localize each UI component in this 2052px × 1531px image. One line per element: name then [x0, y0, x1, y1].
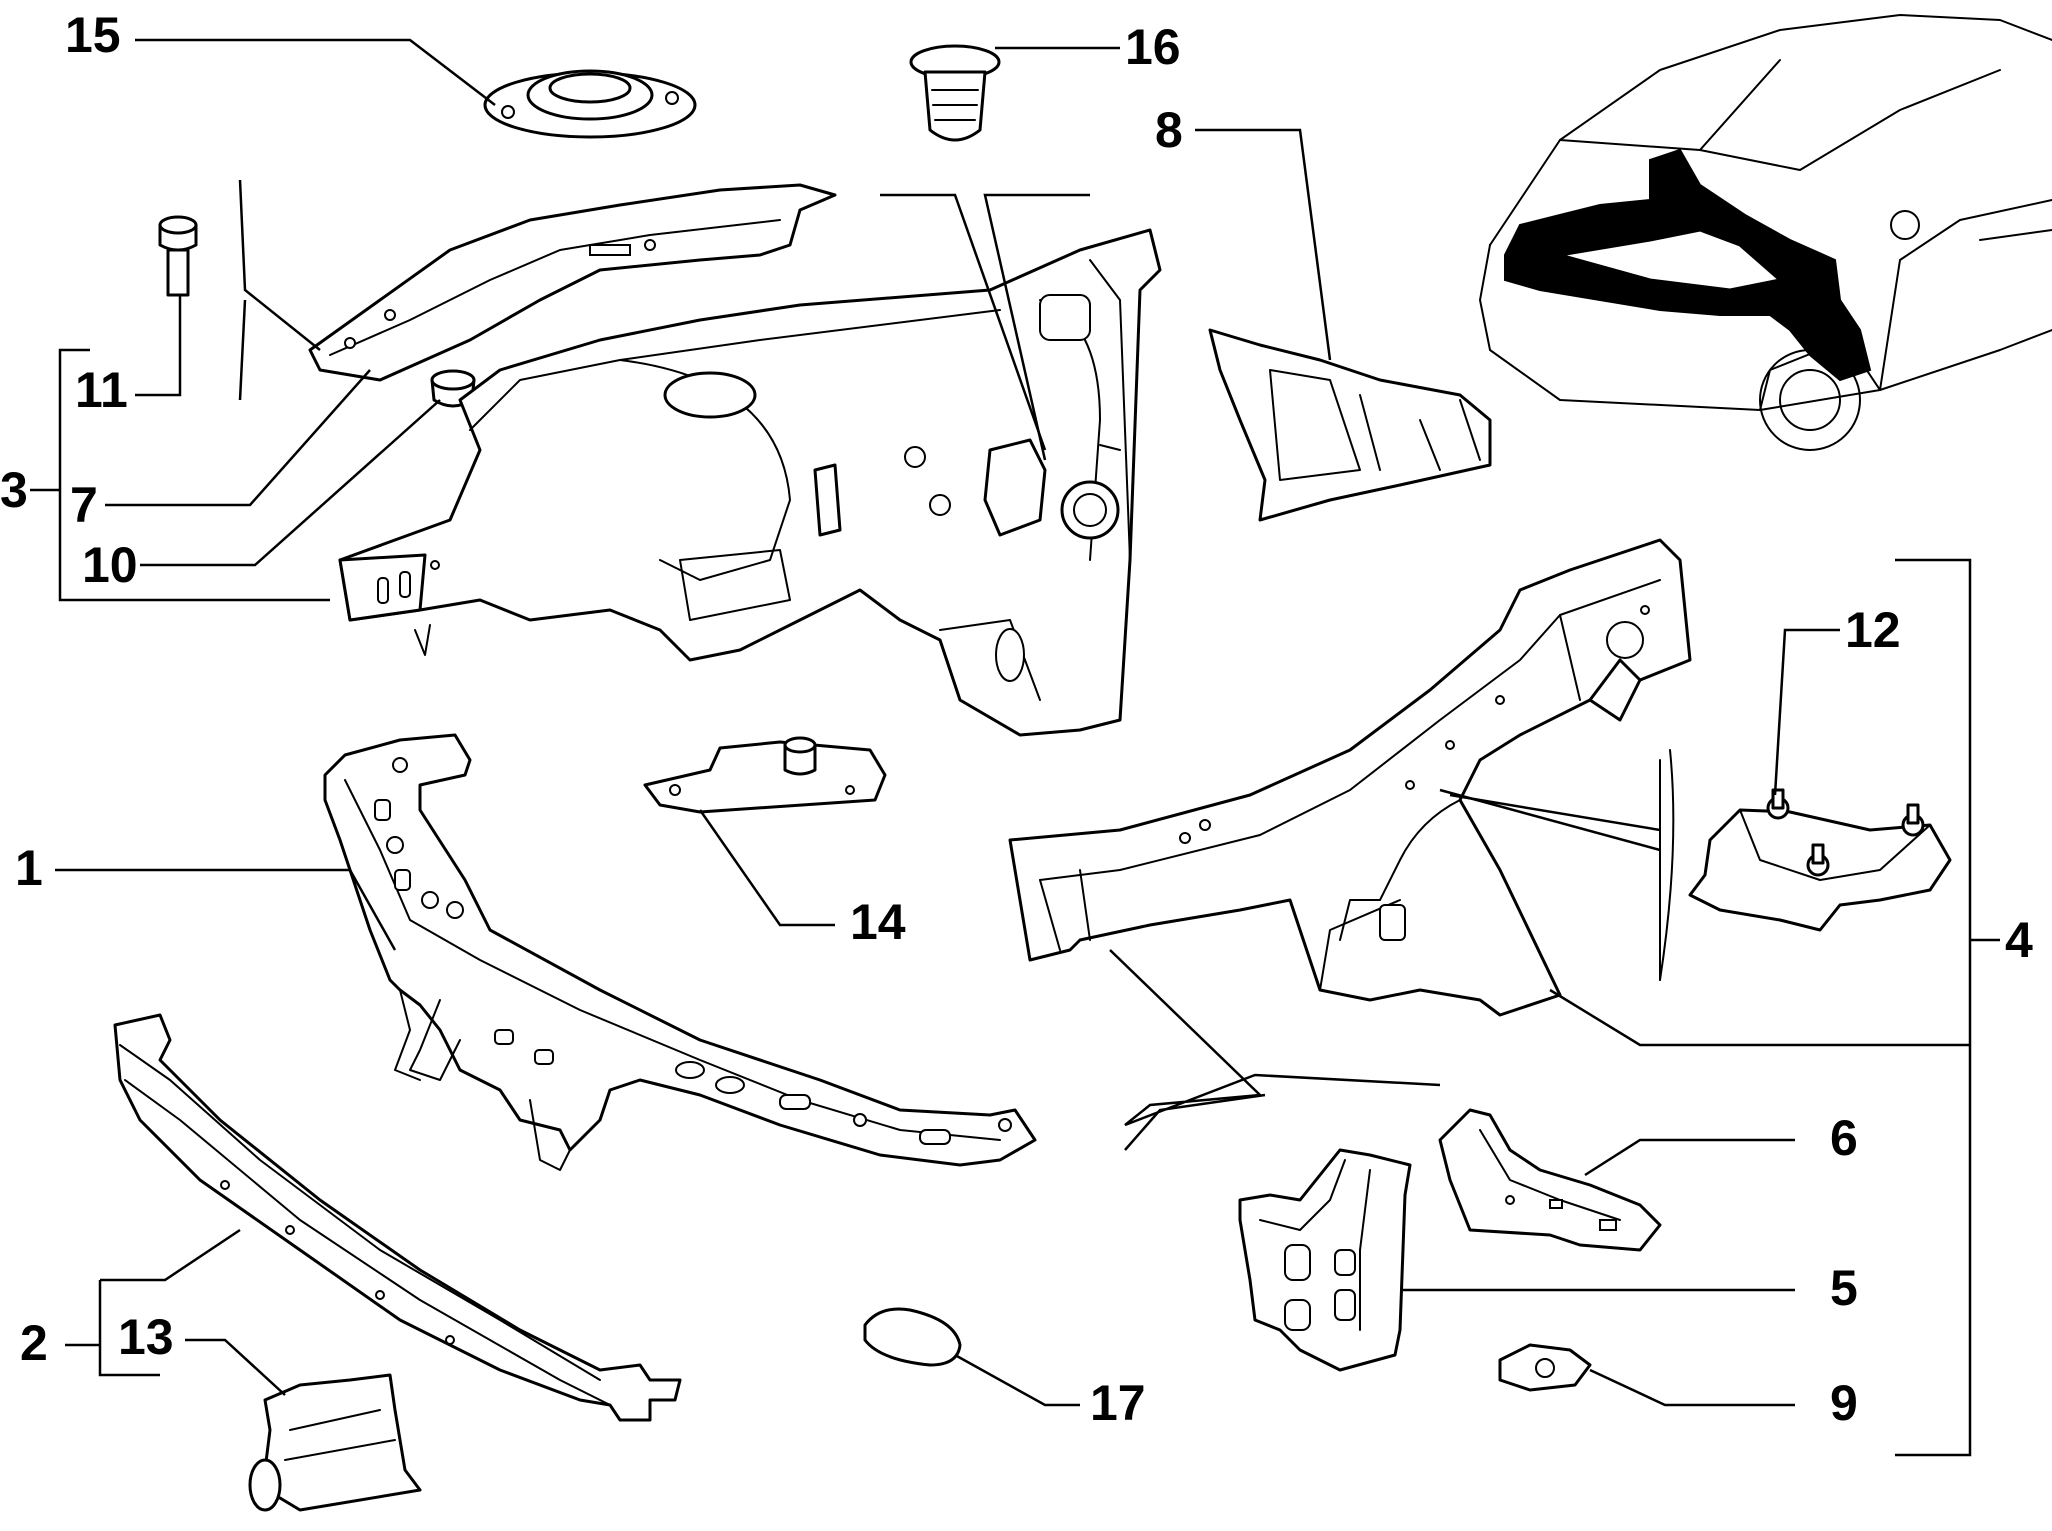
callout-3: 3 — [0, 462, 28, 518]
callout-17: 17 — [1090, 1375, 1146, 1431]
callout-11: 11 — [75, 362, 128, 418]
part-4-front-side-member — [1008, 538, 1692, 1017]
part-7-upper-rail — [308, 183, 837, 382]
part-16-clip — [909, 44, 1001, 142]
callout-13: 13 — [118, 1309, 174, 1365]
part-15-grommet — [483, 69, 697, 139]
part-12-mount — [1688, 788, 1952, 932]
callout-14: 14 — [850, 894, 906, 950]
part-13-bracket — [248, 1373, 422, 1512]
callout-2: 2 — [20, 1315, 48, 1371]
callout-7: 7 — [70, 477, 98, 533]
part-2-lower-crossmember — [113, 1013, 682, 1422]
part-14-bracket — [643, 736, 887, 814]
part-17-plug — [863, 1307, 962, 1367]
callout-9: 9 — [1830, 1375, 1858, 1431]
callout-6: 6 — [1830, 1110, 1858, 1166]
car-overview — [1479, 14, 2052, 451]
leader-lines — [30, 38, 2000, 1457]
callout-1: 1 — [15, 840, 43, 896]
callout-12: 12 — [1845, 602, 1901, 658]
callout-5: 5 — [1830, 1260, 1858, 1316]
part-6-bracket — [1438, 1108, 1662, 1252]
callout-8: 8 — [1155, 102, 1183, 158]
part-1-upper-crossmember — [323, 733, 1037, 1171]
part-3-front-side-member — [338, 228, 1162, 737]
callout-15: 15 — [65, 7, 121, 63]
part-11-bolt — [158, 215, 198, 297]
callout-10: 10 — [82, 537, 138, 593]
callout-4: 4 — [2005, 912, 2033, 968]
part-8-bracket-panel — [1208, 328, 1492, 522]
part-5-reinforcement — [1238, 1148, 1412, 1372]
callout-16: 16 — [1125, 19, 1181, 75]
part-9-plate — [1498, 1343, 1592, 1392]
